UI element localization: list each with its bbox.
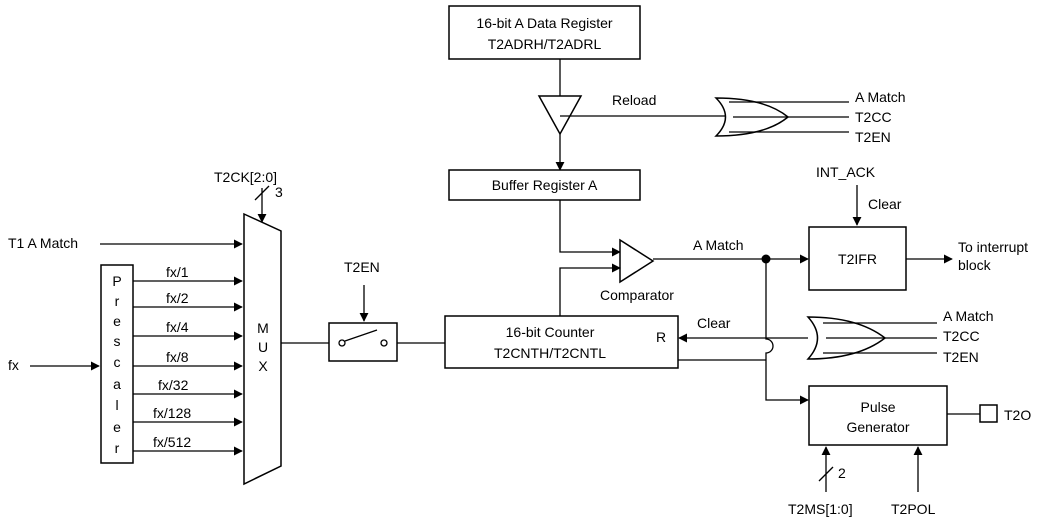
- pulse-generator-line2: Generator: [846, 419, 909, 435]
- prescaler-output-label: fx/4: [166, 319, 189, 335]
- int-ack-clear-label: Clear: [868, 196, 902, 212]
- prescaler-output-label: fx/1: [166, 264, 189, 280]
- wire-counter-to-comparator: [559, 263, 621, 316]
- counter-clear-label: Clear: [697, 315, 731, 331]
- prescaler-letter: r: [115, 440, 120, 456]
- or-bottom-input-a-match: A Match: [943, 308, 994, 324]
- prescaler-letter: c: [114, 354, 121, 370]
- t2ck-bus-slash: [254, 185, 270, 201]
- t2ms-width-label: 2: [838, 465, 846, 481]
- a-match-label: A Match: [693, 237, 744, 253]
- prescaler-letter: P: [112, 273, 121, 289]
- data-register-a: 16-bit A Data Register T2ADRH/T2ADRL: [448, 5, 641, 60]
- t1-a-match-label: T1 A Match: [8, 235, 78, 251]
- t2o-label: T2O: [1004, 407, 1031, 423]
- t2ck-label: T2CK[2:0]: [214, 169, 277, 185]
- mux: M U X: [243, 212, 282, 486]
- prescaler-output-label: fx/32: [158, 377, 189, 393]
- data-register-title: 16-bit A Data Register: [476, 15, 613, 31]
- t2ms-label: T2MS[1:0]: [788, 501, 853, 517]
- prescaler-output-label: fx/8: [166, 349, 189, 365]
- mux-letter-u: U: [258, 339, 268, 355]
- prescaler-letter: l: [115, 397, 118, 413]
- mux-letter-m: M: [257, 320, 269, 336]
- prescaler: P r e s c a l e r: [100, 264, 134, 464]
- data-register-name: T2ADRH/T2ADRL: [488, 36, 602, 52]
- pulse-generator: Pulse Generator: [808, 385, 948, 446]
- mux-letter-x: X: [258, 358, 268, 374]
- t2ms-bus-slash: [818, 466, 834, 482]
- wire-buffer-to-comparator: [559, 200, 621, 257]
- t2en-switch-label: T2EN: [344, 259, 380, 275]
- prescaler-output-label: fx/512: [153, 434, 191, 450]
- wire-a-match-to-pulse: [765, 259, 809, 405]
- pulse-generator-line1: Pulse: [860, 399, 895, 415]
- prescaler-letter: r: [115, 293, 120, 309]
- prescaler-letter: s: [114, 333, 121, 349]
- t2ck-width-label: 3: [275, 184, 283, 200]
- comparator-triangle: [619, 238, 655, 284]
- to-interrupt-label-line1: To interrupt: [958, 239, 1028, 255]
- t2o-pin: [979, 404, 998, 423]
- prescaler-letter: a: [113, 376, 121, 392]
- or-top-input-t2en: T2EN: [855, 129, 891, 145]
- or-top-input-t2cc: T2CC: [855, 109, 892, 125]
- prescaler-output-label: fx/2: [166, 290, 189, 306]
- to-interrupt-label-line2: block: [958, 257, 992, 273]
- counter-title: 16-bit Counter: [506, 324, 595, 340]
- or-bottom-input-t2en: T2EN: [943, 349, 979, 365]
- int-ack-label: INT_ACK: [816, 164, 876, 180]
- counter-16bit: 16-bit Counter T2CNTH/T2CNTL R: [444, 315, 679, 369]
- t2ifr-box: T2IFR: [808, 226, 907, 291]
- or-bottom-input-t2cc: T2CC: [943, 328, 980, 344]
- or-top-input-a-match: A Match: [855, 89, 906, 105]
- comparator-label: Comparator: [600, 287, 674, 303]
- reload-label: Reload: [612, 92, 656, 108]
- t2en-switch: [328, 322, 398, 362]
- prescaler-letter: e: [113, 313, 121, 329]
- fx-label: fx: [8, 357, 19, 373]
- buffer-register-a: Buffer Register A: [448, 169, 641, 201]
- counter-name: T2CNTH/T2CNTL: [494, 345, 606, 361]
- reload-buffer-triangle: [537, 95, 583, 136]
- t2pol-label: T2POL: [891, 501, 936, 517]
- t2ifr-label: T2IFR: [838, 251, 877, 267]
- counter-reset-pin: R: [656, 329, 666, 345]
- buffer-register-label: Buffer Register A: [492, 177, 598, 193]
- prescaler-output-label: fx/128: [153, 405, 191, 421]
- prescaler-letter: e: [113, 419, 121, 435]
